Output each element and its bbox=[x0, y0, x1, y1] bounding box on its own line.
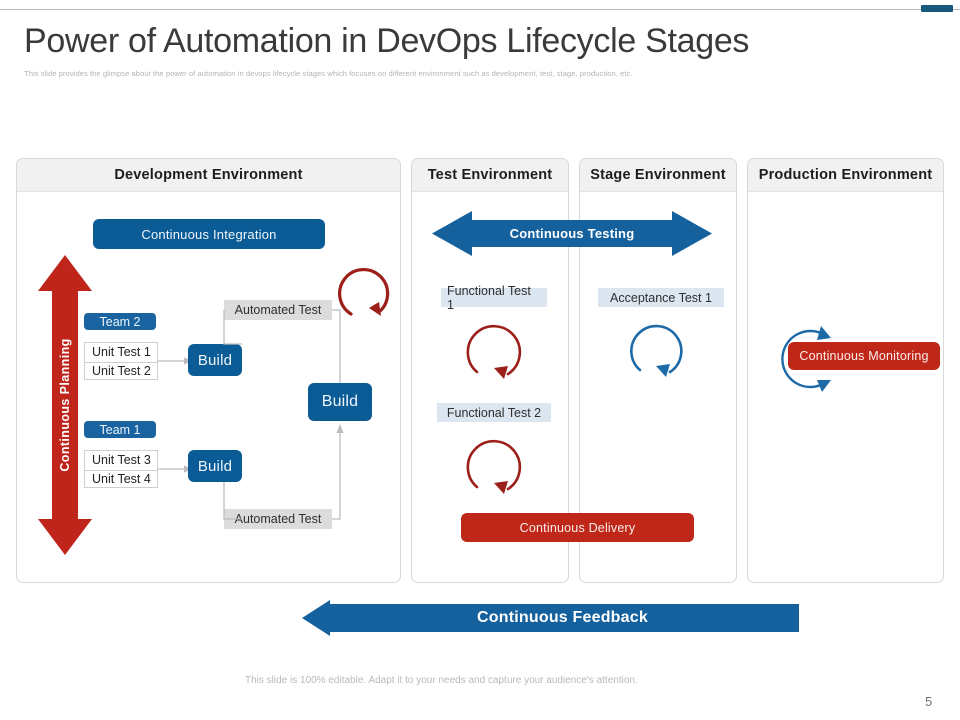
unit-test-row: Unit Test 3 bbox=[92, 453, 151, 468]
panel-header-test: Test Environment bbox=[412, 159, 568, 192]
unit-test-row: Unit Test 1 bbox=[92, 345, 151, 360]
team-tag-2[interactable]: Team 2 bbox=[84, 313, 156, 330]
continuous-delivery-box[interactable]: Continuous Delivery bbox=[461, 513, 694, 542]
panel-header-stage: Stage Environment bbox=[580, 159, 736, 192]
automated-test-label-top: Automated Test bbox=[224, 300, 332, 320]
header-accent-bar bbox=[921, 5, 953, 12]
continuous-feedback-arrow: Continuous Feedback bbox=[302, 600, 799, 636]
build-box-team1[interactable]: Build bbox=[188, 450, 242, 482]
footer-note: This slide is 100% editable. Adapt it to… bbox=[245, 675, 638, 686]
build-box-team2[interactable]: Build bbox=[188, 344, 242, 376]
page-subtitle: This slide provides the glimpse about th… bbox=[24, 69, 633, 78]
header-rule bbox=[0, 9, 960, 10]
continuous-monitoring-box[interactable]: Continuous Monitoring bbox=[788, 342, 940, 370]
panel-header-production: Production Environment bbox=[748, 159, 943, 192]
unit-test-table-team1: Unit Test 3 Unit Test 4 bbox=[84, 450, 158, 488]
unit-test-row: Unit Test 2 bbox=[85, 361, 157, 381]
functional-test-2-label: Functional Test 2 bbox=[437, 403, 551, 422]
acceptance-test-1-label: Acceptance Test 1 bbox=[598, 288, 724, 307]
continuous-integration-box[interactable]: Continuous Integration bbox=[93, 219, 325, 249]
unit-test-row: Unit Test 4 bbox=[85, 469, 157, 489]
automated-test-label-bottom: Automated Test bbox=[224, 509, 332, 529]
team-tag-1[interactable]: Team 1 bbox=[84, 421, 156, 438]
panel-header-development: Development Environment bbox=[17, 159, 400, 192]
continuous-feedback-label: Continuous Feedback bbox=[477, 609, 648, 626]
continuous-testing-label: Continuous Testing bbox=[509, 226, 635, 241]
functional-test-1-label: Functional Test 1 bbox=[441, 284, 547, 312]
continuous-planning-arrow: Continuous Planning bbox=[38, 255, 92, 555]
page-title: Power of Automation in DevOps Lifecycle … bbox=[24, 22, 750, 60]
unit-test-table-team2: Unit Test 1 Unit Test 2 bbox=[84, 342, 158, 380]
continuous-testing-arrow: Continuous Testing bbox=[432, 211, 712, 256]
build-box-merged[interactable]: Build bbox=[308, 383, 372, 421]
continuous-planning-label: Continuous Planning bbox=[58, 338, 72, 472]
panel-production-environment: Production Environment bbox=[747, 158, 944, 583]
page-number: 5 bbox=[925, 694, 933, 709]
